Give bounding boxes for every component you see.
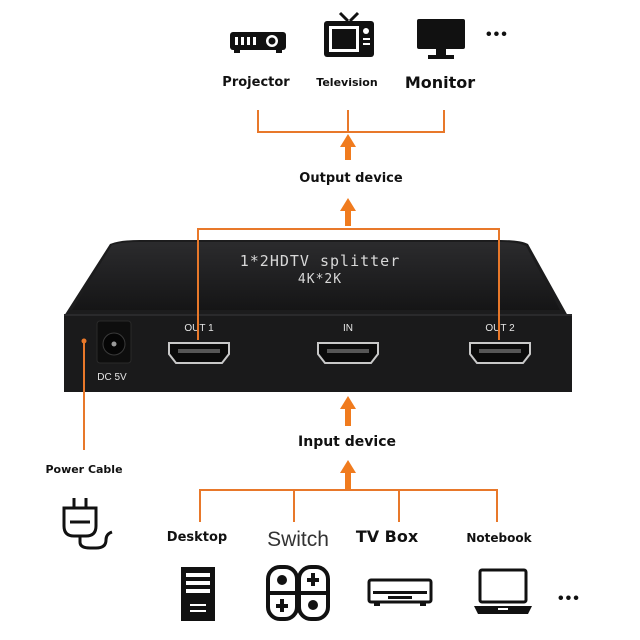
hdmi-out2-port [469,342,531,364]
in-port-label: IN [343,323,353,334]
hdmi-out1-port [168,342,230,364]
input-arrow-lower [340,460,356,491]
more-input-devices: ••• [558,590,581,607]
input-arrow-upper [340,396,356,426]
television-label: Television [316,76,378,89]
monitor-label: Monitor [404,73,476,92]
desktop-label: Desktop [166,530,228,545]
hdmi-in-port [317,342,379,364]
power-cable-label: Power Cable [45,463,123,476]
tv-box-label: TV Box [355,527,419,546]
input-connector-line [199,489,498,522]
projector-icon [230,32,286,53]
input-device-label: Input device [298,434,396,450]
laptop-icon [474,568,532,614]
television-icon [324,11,374,57]
switch-label: Switch [267,528,329,551]
desktop-tower-icon [181,567,215,621]
output-arrow-lower [340,198,356,226]
monitor-icon [417,19,465,59]
dc-power-jack [96,320,132,364]
notebook-label: Notebook [466,531,532,545]
power-plug-icon [62,498,113,550]
game-console-icon [266,565,330,621]
dc-port-label: DC 5V [97,372,127,383]
projector-label: Projector [222,75,290,90]
output-device-label: Output device [299,171,403,186]
splitter-title: 1*2HDTV splitter [239,252,401,270]
splitter-device [64,240,572,392]
splitter-subtitle: 4K*2K [297,272,343,287]
output-connector-line [257,110,445,133]
tv-box-icon [367,578,433,606]
more-output-devices: ••• [486,26,509,43]
output-arrow-upper [340,134,356,160]
